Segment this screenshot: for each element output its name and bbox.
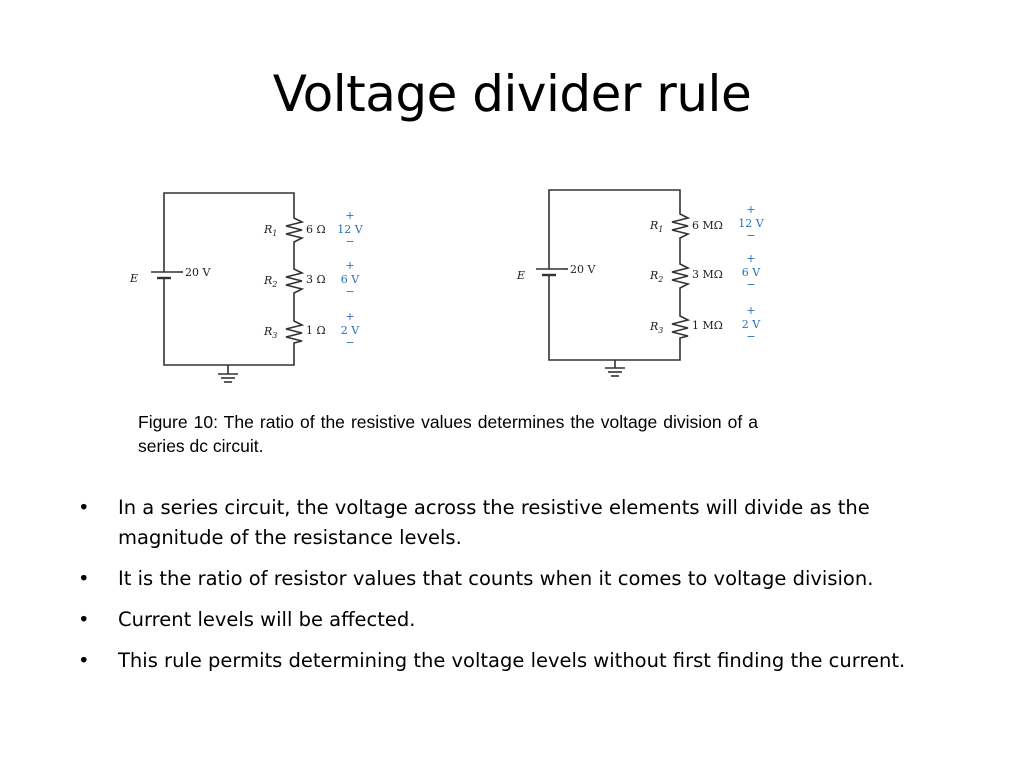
circuit-diagram-ohms: E 20 V R1 6 Ω R2 3 Ω R3 1 Ω + 12 V − + 6… xyxy=(120,175,380,395)
circuit-1-r3-value: 1 Ω xyxy=(306,324,326,337)
circuit-1-v3-minus: − xyxy=(345,336,354,349)
bullet-item: • Current levels will be affected. xyxy=(78,605,978,635)
circuit-2-r3-name: R3 xyxy=(649,320,663,335)
circuit-2-v2-value: 6 V xyxy=(742,266,761,279)
circuit-1-r3-name: R3 xyxy=(263,325,277,340)
circuit-2-v2-plus: + xyxy=(746,252,755,265)
circuit-1-v1-plus: + xyxy=(345,209,354,222)
circuit-1-wire xyxy=(163,192,295,272)
circuit-1-source-label: E xyxy=(129,272,138,285)
circuit-1-svg: E 20 V R1 6 Ω R2 3 Ω R3 1 Ω + 12 V − + 6… xyxy=(129,192,364,383)
bullet-text: Current levels will be affected. xyxy=(118,608,416,631)
circuit-1-source-value: 20 V xyxy=(185,266,211,279)
circuit-2-v1-minus: − xyxy=(746,229,755,242)
circuit-2-svg: E 20 V R1 6 MΩ R2 3 MΩ R3 1 MΩ + 12 V − … xyxy=(516,189,765,377)
bullet-dot: • xyxy=(78,567,90,590)
circuit-2-source-label: E xyxy=(516,269,525,282)
circuit-1-v1-value: 12 V xyxy=(337,223,363,236)
circuit-1-r2-name: R2 xyxy=(263,274,277,289)
circuit-1-v1-minus: − xyxy=(345,235,354,248)
circuit-2-wire xyxy=(548,189,681,269)
figure-caption: Figure 10: The ratio of the resistive va… xyxy=(138,412,758,456)
circuit-2-resistor-r3 xyxy=(671,314,691,340)
bullet-list: • In a series circuit, the voltage across… xyxy=(78,493,978,687)
circuit-1-wire xyxy=(163,278,295,366)
circuit-2-r2-name: R2 xyxy=(649,269,663,284)
circuit-1-resistor-r3 xyxy=(285,319,305,345)
circuit-1-r1-value: 6 Ω xyxy=(306,223,326,236)
circuit-1-v2-plus: + xyxy=(345,259,354,272)
circuit-2-source-value: 20 V xyxy=(570,263,596,276)
circuit-2-resistor-r2 xyxy=(671,262,691,290)
circuit-2-r1-name: R1 xyxy=(649,219,663,234)
bullet-text: In a series circuit, the voltage across … xyxy=(118,496,870,549)
circuit-2-v2-minus: − xyxy=(746,278,755,291)
circuit-1-resistor-r2 xyxy=(285,267,305,295)
circuit-1-v3-plus: + xyxy=(345,310,354,323)
bullet-dot: • xyxy=(78,649,90,672)
circuit-2-v1-value: 12 V xyxy=(738,217,764,230)
slide-title: Voltage divider rule xyxy=(272,65,752,123)
bullet-text: This rule permits determining the voltag… xyxy=(118,649,906,672)
bullet-item: • It is the ratio of resistor values that… xyxy=(78,564,978,594)
circuit-2-v1-plus: + xyxy=(746,203,755,216)
bullet-dot: • xyxy=(78,608,90,631)
circuit-2-r1-value: 6 MΩ xyxy=(692,219,723,232)
circuit-2-resistor-r1 xyxy=(671,209,691,243)
circuit-2-v3-minus: − xyxy=(746,330,755,343)
circuit-1-v2-value: 6 V xyxy=(341,273,360,286)
circuit-1-r1-name: R1 xyxy=(263,223,277,238)
circuit-1-v2-minus: − xyxy=(345,285,354,298)
bullet-text: It is the ratio of resistor values that … xyxy=(118,567,874,590)
circuit-2-r2-value: 3 MΩ xyxy=(692,268,723,281)
circuit-2-wire xyxy=(548,275,681,361)
circuit-1-v3-value: 2 V xyxy=(341,324,360,337)
circuit-1-r2-value: 3 Ω xyxy=(306,273,326,286)
bullet-dot: • xyxy=(78,496,90,519)
circuit-diagram-megaohms: E 20 V R1 6 MΩ R2 3 MΩ R3 1 MΩ + 12 V − … xyxy=(505,175,785,395)
bullet-item: • This rule permits determining the volta… xyxy=(78,646,978,676)
circuit-2-v3-value: 2 V xyxy=(742,318,761,331)
bullet-item: • In a series circuit, the voltage across… xyxy=(78,493,978,553)
circuit-2-r3-value: 1 MΩ xyxy=(692,319,723,332)
circuit-2-v3-plus: + xyxy=(746,304,755,317)
circuit-1-resistor-r1 xyxy=(285,213,305,247)
